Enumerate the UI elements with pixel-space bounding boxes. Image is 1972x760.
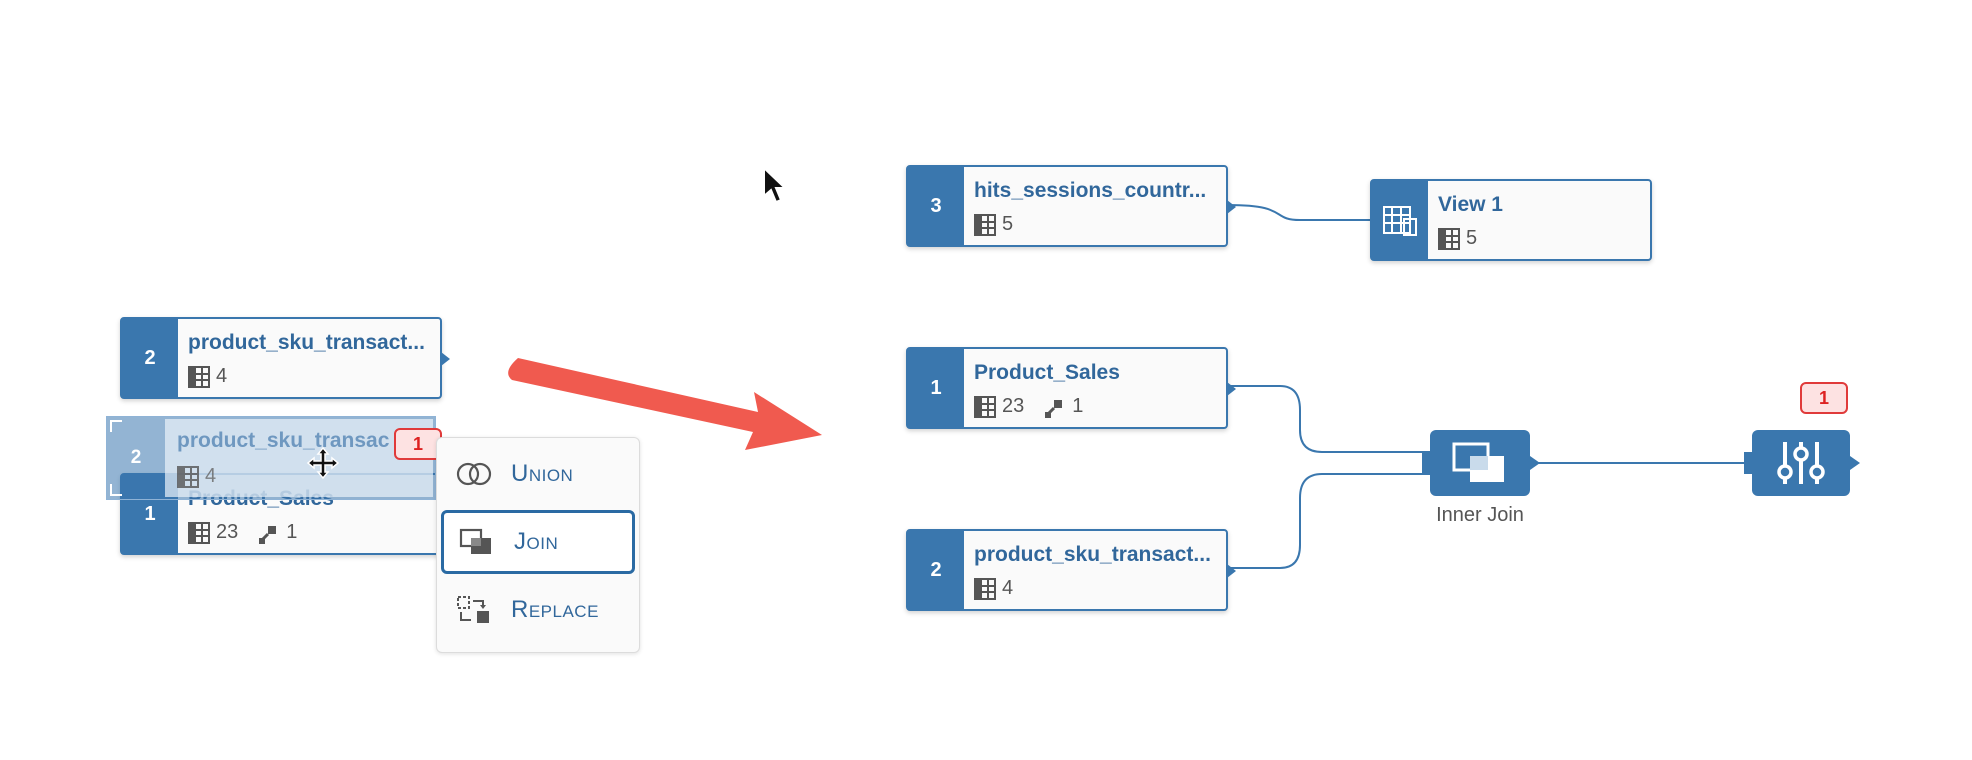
input-port[interactable] (1744, 452, 1752, 474)
column-count: 5 (1002, 213, 1014, 235)
node-meta: 4 (974, 577, 1013, 600)
node-number: 1 (908, 349, 964, 427)
node-name: View 1 (1438, 193, 1503, 216)
node-number: 2 (908, 531, 964, 609)
output-port[interactable] (1850, 456, 1860, 470)
column-count: 5 (1466, 227, 1478, 249)
menu-item-union[interactable]: Union (441, 442, 635, 506)
source-node-hits-sessions[interactable]: 3 hits_sessions_countr... 5 (906, 165, 1236, 247)
node-meta: 23 1 (188, 521, 297, 544)
node-name: product_sku_transact... (974, 543, 1211, 566)
dragged-node-body (165, 419, 433, 497)
table-icon (1438, 228, 1460, 250)
input-port[interactable] (1422, 452, 1430, 474)
context-menu: Union Join Replace (436, 437, 640, 653)
transition-arrow-icon (508, 358, 822, 450)
node-meta: 5 (974, 213, 1013, 236)
corner-marker-bl (110, 484, 122, 496)
output-port[interactable] (441, 352, 450, 366)
node-name: product_sku_transact... (188, 331, 425, 354)
column-count: 4 (1002, 577, 1014, 599)
column-count: 23 (1002, 395, 1025, 417)
dragged-node-name: product_sku_transac (177, 429, 390, 452)
projection-operator-node[interactable] (1744, 430, 1860, 496)
menu-item-label: Join (514, 528, 559, 555)
join-icon (1452, 442, 1504, 482)
join-icon (459, 528, 491, 554)
warning-badge[interactable]: 1 (394, 428, 442, 460)
table-icon (974, 578, 996, 600)
view-node[interactable]: View 1 5 (1370, 179, 1652, 261)
column-count: 4 (216, 365, 228, 387)
node-number: 2 (122, 319, 178, 397)
join-count: 1 (286, 521, 298, 543)
view-icon (1383, 206, 1417, 236)
menu-item-label: Union (511, 460, 574, 487)
menu-item-label: Replace (511, 596, 599, 623)
dragged-node-number: 2 (130, 447, 142, 468)
join-count: 1 (1072, 395, 1084, 417)
mouse-pointer-icon (763, 166, 788, 204)
join-count-icon (1044, 396, 1066, 418)
join-label: Inner Join (1436, 504, 1524, 526)
node-meta: 5 (1438, 227, 1477, 250)
node-meta: 23 1 (974, 395, 1083, 418)
output-port[interactable] (1530, 456, 1540, 470)
menu-item-join[interactable]: Join (441, 510, 635, 574)
warning-badge[interactable]: 1 (1800, 382, 1848, 414)
move-cursor-icon (306, 446, 340, 480)
dragged-node-meta: 4 (177, 465, 216, 488)
dragged-node[interactable]: 2 product_sku_transac 4 (106, 416, 436, 500)
output-port[interactable] (1227, 382, 1236, 396)
node-number: 3 (908, 167, 964, 245)
union-icon (456, 462, 492, 486)
replace-icon (457, 596, 489, 623)
output-port[interactable] (1227, 200, 1236, 214)
node-name: hits_sessions_countr... (974, 179, 1207, 202)
node-meta: 4 (188, 365, 227, 388)
view-icon-cell (1372, 181, 1428, 259)
join-operator-node[interactable] (1422, 430, 1540, 496)
column-count: 23 (216, 521, 239, 543)
source-node-product-sku[interactable]: 2 product_sku_transact... 4 (906, 529, 1236, 611)
table-icon (974, 214, 996, 236)
column-count: 4 (205, 465, 217, 487)
node-name: Product_Sales (974, 361, 1120, 384)
output-port[interactable] (1227, 564, 1236, 578)
sliders-icon (1777, 442, 1825, 484)
source-node-product-sales[interactable]: 1 Product_Sales 23 1 (906, 347, 1236, 429)
source-node-product-sku[interactable]: 2 product_sku_transact... 4 (120, 317, 450, 399)
menu-item-replace[interactable]: Replace (441, 578, 635, 642)
corner-marker-tl (110, 420, 122, 432)
table-icon (974, 396, 996, 418)
